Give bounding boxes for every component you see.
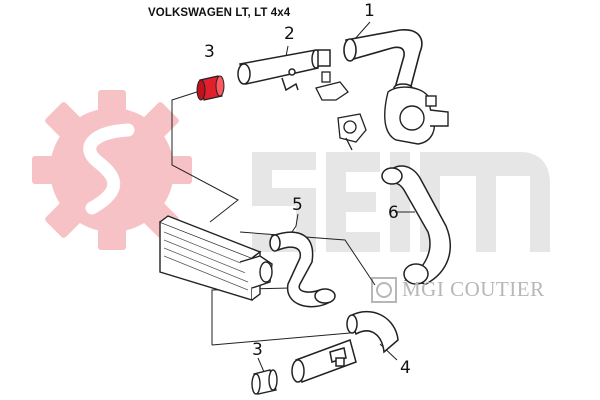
part-5-hose xyxy=(269,231,336,308)
callout-3-top: 3 xyxy=(204,42,215,62)
callout-5: 5 xyxy=(292,195,303,215)
part-3-collar-bottom xyxy=(251,369,278,395)
diagram-title: VOLKSWAGEN LT, LT 4x4 xyxy=(148,7,291,19)
callout-4: 4 xyxy=(400,358,411,378)
part-4-pipe xyxy=(291,310,399,383)
turbo-housing xyxy=(384,86,449,145)
part-6-hose xyxy=(381,165,451,285)
sensor-part xyxy=(315,71,367,151)
part-2-pipe xyxy=(237,49,331,92)
intercooler xyxy=(159,215,273,301)
callout-6: 6 xyxy=(388,203,399,223)
gear-logo-watermark xyxy=(32,90,192,250)
subbrand-emblem xyxy=(371,277,397,303)
callout-2: 2 xyxy=(284,24,295,44)
callout-3-bottom: 3 xyxy=(252,340,263,360)
part-1-hose xyxy=(343,29,423,93)
subbrand-name: MGI COUTIER xyxy=(402,277,545,301)
callout-1: 1 xyxy=(364,1,375,21)
part-3-red-collar xyxy=(196,75,225,101)
